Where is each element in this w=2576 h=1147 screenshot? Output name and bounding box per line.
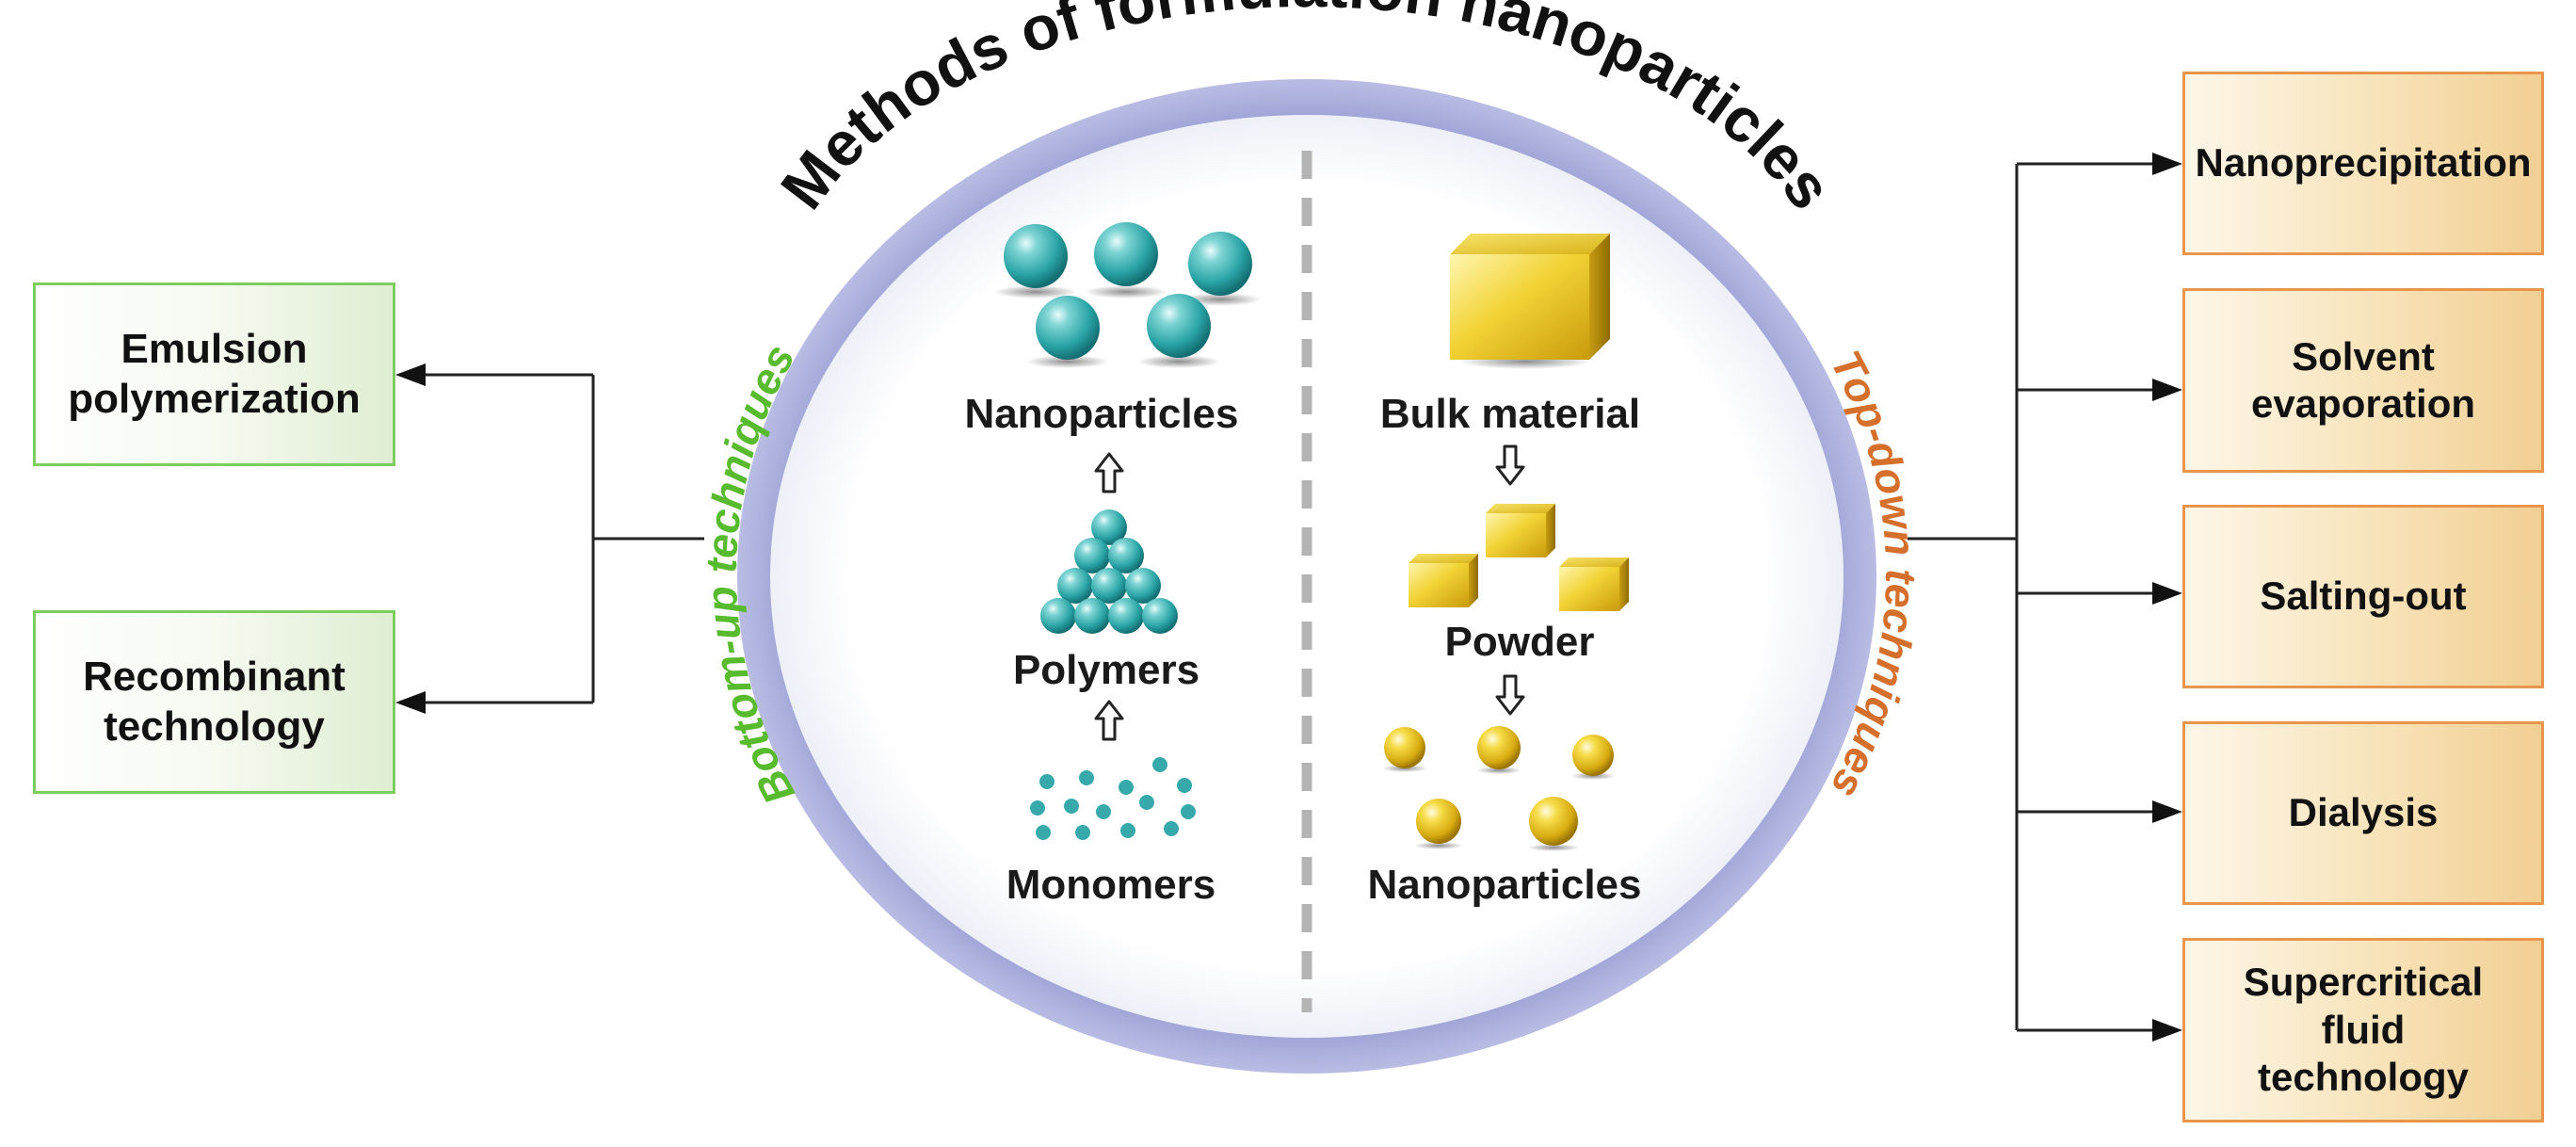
left-box-recombinant-technology: Recombinant technology bbox=[33, 610, 395, 794]
left-box-label: Emulsion polymerization bbox=[68, 325, 361, 422]
arrowhead-icon bbox=[395, 691, 426, 714]
top-down-bottom-label: Nanoparticles bbox=[1367, 862, 1642, 908]
polymer-pyramid-icon bbox=[1040, 509, 1178, 634]
left-connector bbox=[422, 373, 704, 704]
arrowhead-icon bbox=[2152, 1019, 2182, 1042]
bottom-up-bottom-label: Monomers bbox=[1006, 862, 1216, 908]
right-connector bbox=[1908, 162, 2154, 1032]
right-box-salting-out: Salting-out bbox=[2182, 505, 2544, 688]
right-box-nanoprecipitation: Nanoprecipitation bbox=[2182, 72, 2544, 255]
right-box-label: Supercritical fluid technology bbox=[2243, 960, 2484, 1100]
teal-sphere-icon bbox=[1188, 232, 1252, 296]
right-box-label: Salting-out bbox=[2260, 574, 2467, 619]
bottom-up-middle-label: Polymers bbox=[1012, 647, 1200, 693]
left-box-emulsion-polymerization: Emulsion polymerization bbox=[33, 283, 395, 466]
arrowhead-icon bbox=[2152, 379, 2182, 401]
teal-nanoparticles-group bbox=[994, 222, 1262, 368]
left-box-label: Recombinant technology bbox=[83, 653, 346, 750]
gold-sphere-icon bbox=[1529, 797, 1578, 846]
teal-sphere-icon bbox=[1004, 224, 1068, 288]
teal-sphere-icon bbox=[1094, 222, 1158, 286]
powder-cubes-icon bbox=[1409, 504, 1629, 611]
right-box-label: Nanoprecipitation bbox=[2195, 140, 2532, 186]
gold-sphere-icon bbox=[1384, 727, 1425, 768]
top-down-top-label: Bulk material bbox=[1379, 391, 1641, 437]
right-box-supercritical-fluid-technology: Supercritical fluid technology bbox=[2182, 938, 2544, 1123]
right-box-label: Dialysis bbox=[2288, 790, 2439, 835]
bottom-up-top-label: Nanoparticles bbox=[964, 391, 1239, 437]
gold-sphere-icon bbox=[1572, 735, 1614, 776]
arrowhead-icon bbox=[395, 363, 426, 386]
right-box-label: Solvent evaporation bbox=[2250, 333, 2476, 426]
gold-sphere-icon bbox=[1416, 799, 1461, 844]
gold-cube-icon bbox=[1450, 234, 1610, 369]
teal-sphere-icon bbox=[1036, 296, 1100, 360]
right-box-dialysis: Dialysis bbox=[2182, 721, 2544, 905]
top-down-middle-label: Powder bbox=[1444, 619, 1595, 665]
gold-nanoparticles-group bbox=[1382, 726, 1616, 851]
arrowhead-icon bbox=[2152, 153, 2182, 175]
monomer-dots-icon bbox=[1030, 757, 1196, 840]
gold-sphere-icon bbox=[1477, 726, 1521, 769]
right-box-solvent-evaporation: Solvent evaporation bbox=[2182, 288, 2544, 473]
teal-sphere-icon bbox=[1147, 294, 1211, 358]
arrowhead-icon bbox=[2152, 800, 2182, 823]
arrowhead-icon bbox=[2152, 582, 2182, 605]
